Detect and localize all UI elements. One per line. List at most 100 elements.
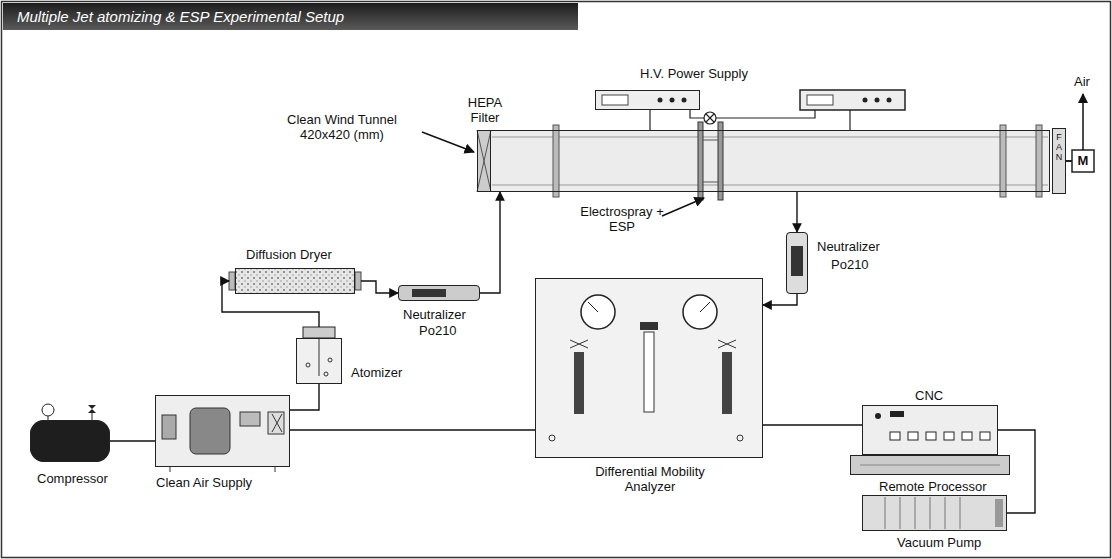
compressor xyxy=(88,405,96,413)
diffusion-dryer xyxy=(235,268,355,294)
fan-motor xyxy=(1072,150,1094,172)
vacuum-pump xyxy=(930,497,931,529)
connector-line xyxy=(796,192,797,232)
electrospray-esp xyxy=(703,182,718,183)
hv-wires xyxy=(716,110,815,118)
fan-motor xyxy=(1052,128,1066,194)
electrospray-esp xyxy=(703,140,718,141)
dma-panel xyxy=(718,340,736,348)
air-arrow xyxy=(1083,94,1084,150)
dma-panel xyxy=(700,302,710,312)
mobility-analyzer: Differential Mobility Analyzer xyxy=(535,278,763,458)
power-supply-right xyxy=(863,98,868,103)
neutralizer-tube xyxy=(791,246,803,276)
node-label: CNC xyxy=(915,388,943,403)
power-supply-right xyxy=(800,90,905,110)
cnc-counter xyxy=(862,405,998,455)
diffusion-dryer xyxy=(229,268,361,294)
atomizer xyxy=(303,327,335,338)
power-supply-right xyxy=(887,98,892,103)
node-label: Compressor xyxy=(37,471,108,486)
wind-tunnel: Clean Wind Tunnel 420x420 (mm) xyxy=(490,130,1050,192)
dma-panel xyxy=(588,302,598,312)
compressor xyxy=(42,404,54,416)
neutralizer-tube xyxy=(398,285,480,301)
motor-symbol: M xyxy=(1077,153,1089,168)
vacuum-pump xyxy=(995,499,1003,527)
dma-panel xyxy=(737,435,743,441)
power-supply-right xyxy=(807,95,833,105)
hepa-filter xyxy=(477,130,491,192)
remote-processor: Remote Processor xyxy=(850,455,1010,475)
cnc-counter xyxy=(890,411,904,417)
neutralizer: NeutralizerPo210 xyxy=(398,285,480,301)
vacuum-pump xyxy=(945,497,946,529)
connector-line xyxy=(361,281,398,293)
wind-tunnel xyxy=(553,125,559,197)
cnc-counter xyxy=(862,405,998,455)
neutralizer-tube xyxy=(412,289,446,297)
clean-air-supply: Clean Air Supply xyxy=(155,395,290,467)
cnc-counter xyxy=(926,432,936,440)
atomizer xyxy=(319,338,320,376)
power-supply-left xyxy=(602,95,628,105)
hv-wires xyxy=(650,110,850,130)
remote-processor xyxy=(850,455,1010,475)
atomizer xyxy=(306,363,310,367)
node-label: Remote Processor xyxy=(879,479,987,494)
remote-processor xyxy=(850,455,1010,475)
vacuum-pump xyxy=(960,497,961,529)
connector-line xyxy=(290,429,535,430)
dma-panel xyxy=(683,295,717,329)
neutralizer-tube xyxy=(786,232,808,294)
dma-panel xyxy=(535,278,763,458)
hepa-filter: HEPA Filter xyxy=(477,130,491,192)
compressor xyxy=(30,404,110,462)
node-label: Differential Mobility Analyzer xyxy=(575,464,725,494)
node-label: Neutralizer xyxy=(403,307,466,322)
dma-panel xyxy=(581,295,615,329)
fan-motor xyxy=(1052,128,1094,194)
compressor xyxy=(92,413,93,420)
node-label: FAN xyxy=(1055,133,1064,163)
hv-wires xyxy=(849,110,850,130)
clean-air-supply xyxy=(155,395,290,472)
node-label: Clean Wind Tunnel 420x420 (mm) xyxy=(267,112,417,142)
power-supply-right xyxy=(875,98,880,103)
node-label: H.V. Power Supply xyxy=(640,66,748,81)
diffusion-dryer xyxy=(355,272,361,290)
atomizer xyxy=(296,338,342,384)
dma-panel xyxy=(549,435,555,441)
diffusion-dryer: Diffusion Dryer xyxy=(235,268,355,294)
cnc-counter xyxy=(908,432,918,440)
leader-arrow xyxy=(422,132,474,152)
node-label: Vacuum Pump xyxy=(897,535,981,550)
wind-tunnel xyxy=(492,185,1048,186)
atomizer: Atomizer xyxy=(296,338,342,384)
hepa-filter xyxy=(477,130,491,192)
wind-tunnel xyxy=(492,137,1048,138)
connector-line xyxy=(290,384,319,410)
vacuum-pump xyxy=(862,495,1007,531)
cnc-counter xyxy=(980,432,990,440)
clean-air-supply xyxy=(240,412,260,426)
neutralizer: NeutralizerPo210 xyxy=(786,232,808,294)
atomizer xyxy=(296,327,342,384)
air-arrow xyxy=(1082,94,1084,150)
cnc-counter xyxy=(875,413,881,419)
clean-air-supply xyxy=(268,412,284,434)
wind-tunnel xyxy=(490,125,1050,197)
connector-line xyxy=(763,424,862,425)
node-label: Po210 xyxy=(419,323,457,338)
connector-line xyxy=(222,281,319,327)
fan-motor xyxy=(1066,160,1072,162)
cnc-counter xyxy=(962,432,972,440)
node-label: Clean Air Supply xyxy=(156,475,252,490)
neutralizer-tube xyxy=(398,285,480,301)
vacuum-pump xyxy=(862,495,1007,531)
flow-label: Air xyxy=(1074,74,1090,89)
atomizer xyxy=(328,358,332,362)
